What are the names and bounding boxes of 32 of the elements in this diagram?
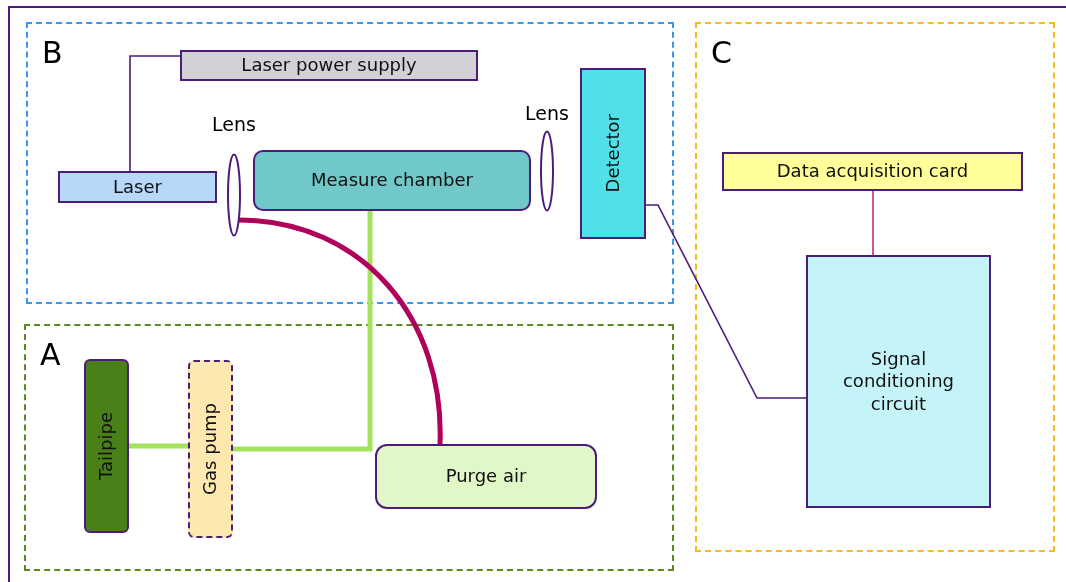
component-block [180, 50, 478, 81]
component-block [253, 150, 531, 211]
tube-line [237, 217, 443, 445]
block-label: Gas pump [199, 403, 222, 495]
component-block [84, 359, 129, 533]
panel-letter: C [711, 38, 732, 68]
component-block [806, 255, 991, 508]
block-label: Signal conditioning circuit [841, 347, 956, 416]
dashed-group-panel [24, 324, 674, 571]
block-label: Laser power supply [241, 54, 417, 77]
block-label: Data acquisition card [776, 160, 969, 183]
block-label: Purge air [445, 465, 527, 488]
block-label: Laser [113, 175, 162, 199]
block-label: Detector [601, 114, 624, 193]
block-label: Measure chamber [311, 169, 473, 192]
wire-line [129, 55, 181, 172]
lens-label: Lens [212, 113, 256, 136]
dashed-group-panel [695, 22, 1055, 552]
tube-line [129, 443, 188, 449]
wire-line [872, 190, 874, 256]
component-block [375, 444, 597, 509]
panel-letter: A [40, 340, 61, 370]
component-block [722, 152, 1023, 191]
tube-line [233, 211, 373, 452]
panel-letter: B [42, 38, 63, 68]
block-label: Tailpipe [95, 412, 118, 480]
dashed-group-panel [26, 22, 674, 304]
wire-line [645, 204, 807, 399]
lens-label: Lens [525, 102, 569, 125]
component-block [580, 68, 646, 239]
component-block [58, 171, 217, 203]
component-block [188, 360, 233, 538]
